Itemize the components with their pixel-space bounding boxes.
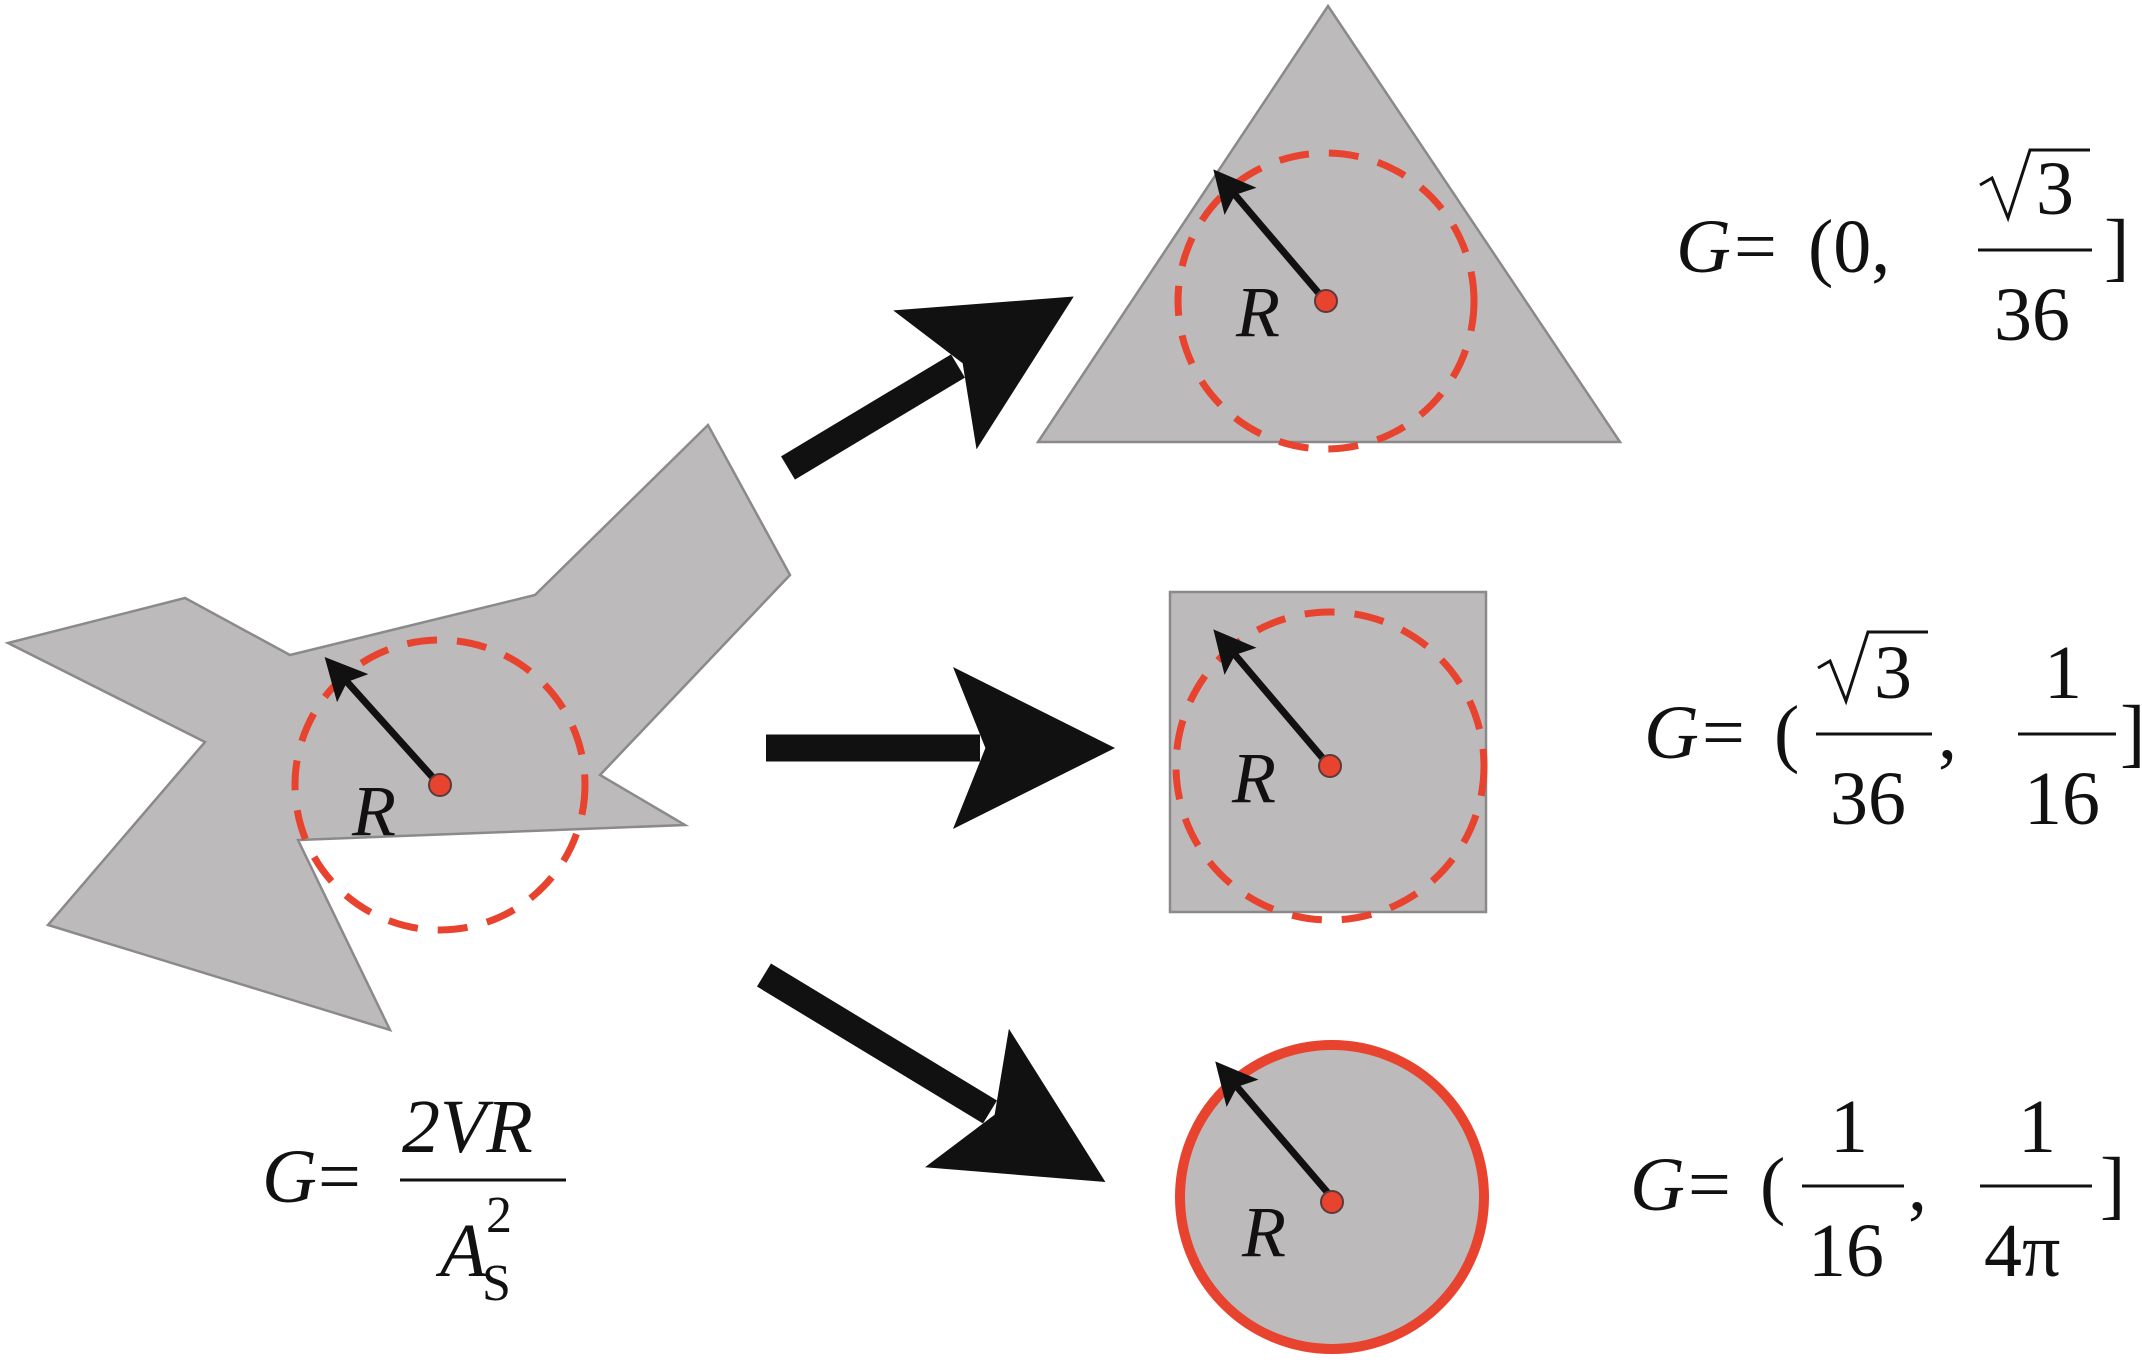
formula-general-numerator: 2VR [402, 1085, 533, 1169]
formula-general: G = 2VR A S 2 [262, 1085, 566, 1312]
circle-center-dot [1320, 1190, 1344, 1214]
irregular-shape [4, 422, 792, 1033]
formula-general-denominator-base: A [435, 1209, 487, 1293]
irregular-inscribed-circle [291, 636, 589, 934]
formula-square-lhs: G [1644, 691, 1699, 775]
formula-square-upper-num: 1 [2044, 631, 2082, 715]
triangle-radius-label: R [1235, 272, 1280, 352]
formula-square-upper-den: 16 [2024, 757, 2100, 841]
circle-radius-label: R [1241, 1192, 1286, 1272]
arrow-to-circle [757, 963, 1106, 1182]
formula-circle-upper-den: 4π [1984, 1209, 2060, 1293]
triangle-inscribed-circle [1174, 149, 1478, 453]
irregular-center-dot [428, 773, 452, 797]
irregular-particle: R [4, 422, 792, 1033]
formula-square: G = ( 3 36 , 1 16 ] [1644, 630, 2142, 841]
formula-general-denominator-sup: 2 [486, 1187, 512, 1244]
triangle-shape [1035, 3, 1623, 444]
square-radius-arrow [1213, 629, 1330, 766]
formula-square-sqrt-sign [1817, 630, 1928, 706]
formula-circle-open: ( [1760, 1143, 1785, 1227]
formula-triangle-open: (0, [1808, 205, 1890, 289]
triangle-particle: R [1035, 3, 1623, 453]
formula-square-lower-root: 3 [1874, 631, 1912, 715]
arrow-to-triangle [781, 296, 1074, 480]
square-inscribed-circle [1172, 608, 1488, 924]
irregular-radius-arrow [324, 656, 440, 785]
formula-triangle-upper-root: 3 [2036, 147, 2074, 231]
formula-circle: G = ( 1 16 , 1 4π ] [1630, 1085, 2125, 1293]
formula-triangle-upper-den: 36 [1994, 273, 2070, 357]
formula-general-denominator-sub: S [482, 1255, 511, 1312]
square-center-dot [1318, 754, 1342, 778]
formula-triangle-close: ] [2104, 205, 2129, 289]
square-radius-label: R [1231, 738, 1276, 818]
formula-triangle-equals: = [1734, 205, 1777, 289]
formula-triangle-lhs: G [1676, 205, 1731, 289]
formula-triangle-sqrt-sign [1979, 148, 2090, 223]
formula-general-equals: = [318, 1135, 361, 1219]
formula-circle-upper-num: 1 [2018, 1085, 2056, 1169]
triangle-radius-arrow [1213, 169, 1326, 301]
formula-square-equals: = [1702, 691, 1745, 775]
square-shape [1168, 590, 1488, 914]
circle-radius-arrow [1215, 1061, 1332, 1197]
formula-square-open: ( [1774, 691, 1799, 775]
formula-circle-equals: = [1688, 1143, 1731, 1227]
formula-circle-close: ] [2100, 1143, 2125, 1227]
formula-circle-lhs: G [1630, 1143, 1685, 1227]
triangle-center-dot [1314, 289, 1338, 313]
formula-square-close: ] [2120, 691, 2142, 775]
irregular-radius-label: R [351, 771, 396, 851]
circle-particle: R [1175, 1040, 1489, 1354]
formula-square-lower-den: 36 [1830, 757, 1906, 841]
formula-square-comma: , [1938, 691, 1957, 775]
formula-triangle: G = (0, 3 36 ] [1676, 147, 2129, 357]
formula-circle-comma: , [1908, 1143, 1927, 1227]
square-particle: R [1168, 590, 1488, 924]
formula-circle-lower-num: 1 [1830, 1085, 1868, 1169]
formula-general-lhs: G [262, 1135, 317, 1219]
formula-circle-lower-den: 16 [1808, 1209, 1884, 1293]
